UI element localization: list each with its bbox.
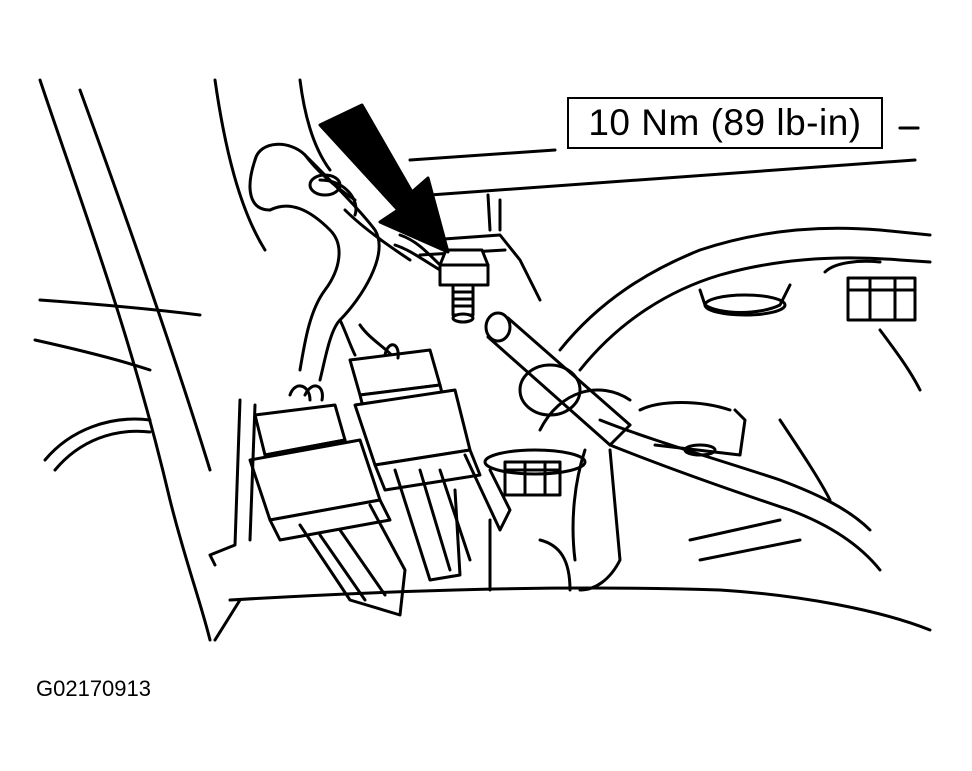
figure-id-label: G02170913 bbox=[36, 676, 151, 701]
pointer-arrow bbox=[320, 105, 448, 252]
connector-right bbox=[350, 345, 510, 580]
torque-spec-text: 10 Nm (89 lb-in) bbox=[588, 102, 862, 143]
pipe-rod bbox=[486, 313, 630, 445]
engine-outline-lines bbox=[35, 80, 930, 640]
torque-spec-callout: 10 Nm (89 lb-in) bbox=[567, 97, 883, 149]
hex-nut-center bbox=[485, 450, 585, 590]
connector-left bbox=[210, 386, 405, 615]
sensor-bolt bbox=[395, 235, 540, 322]
housing-bracket bbox=[540, 228, 930, 590]
hex-nut-right bbox=[825, 261, 915, 320]
